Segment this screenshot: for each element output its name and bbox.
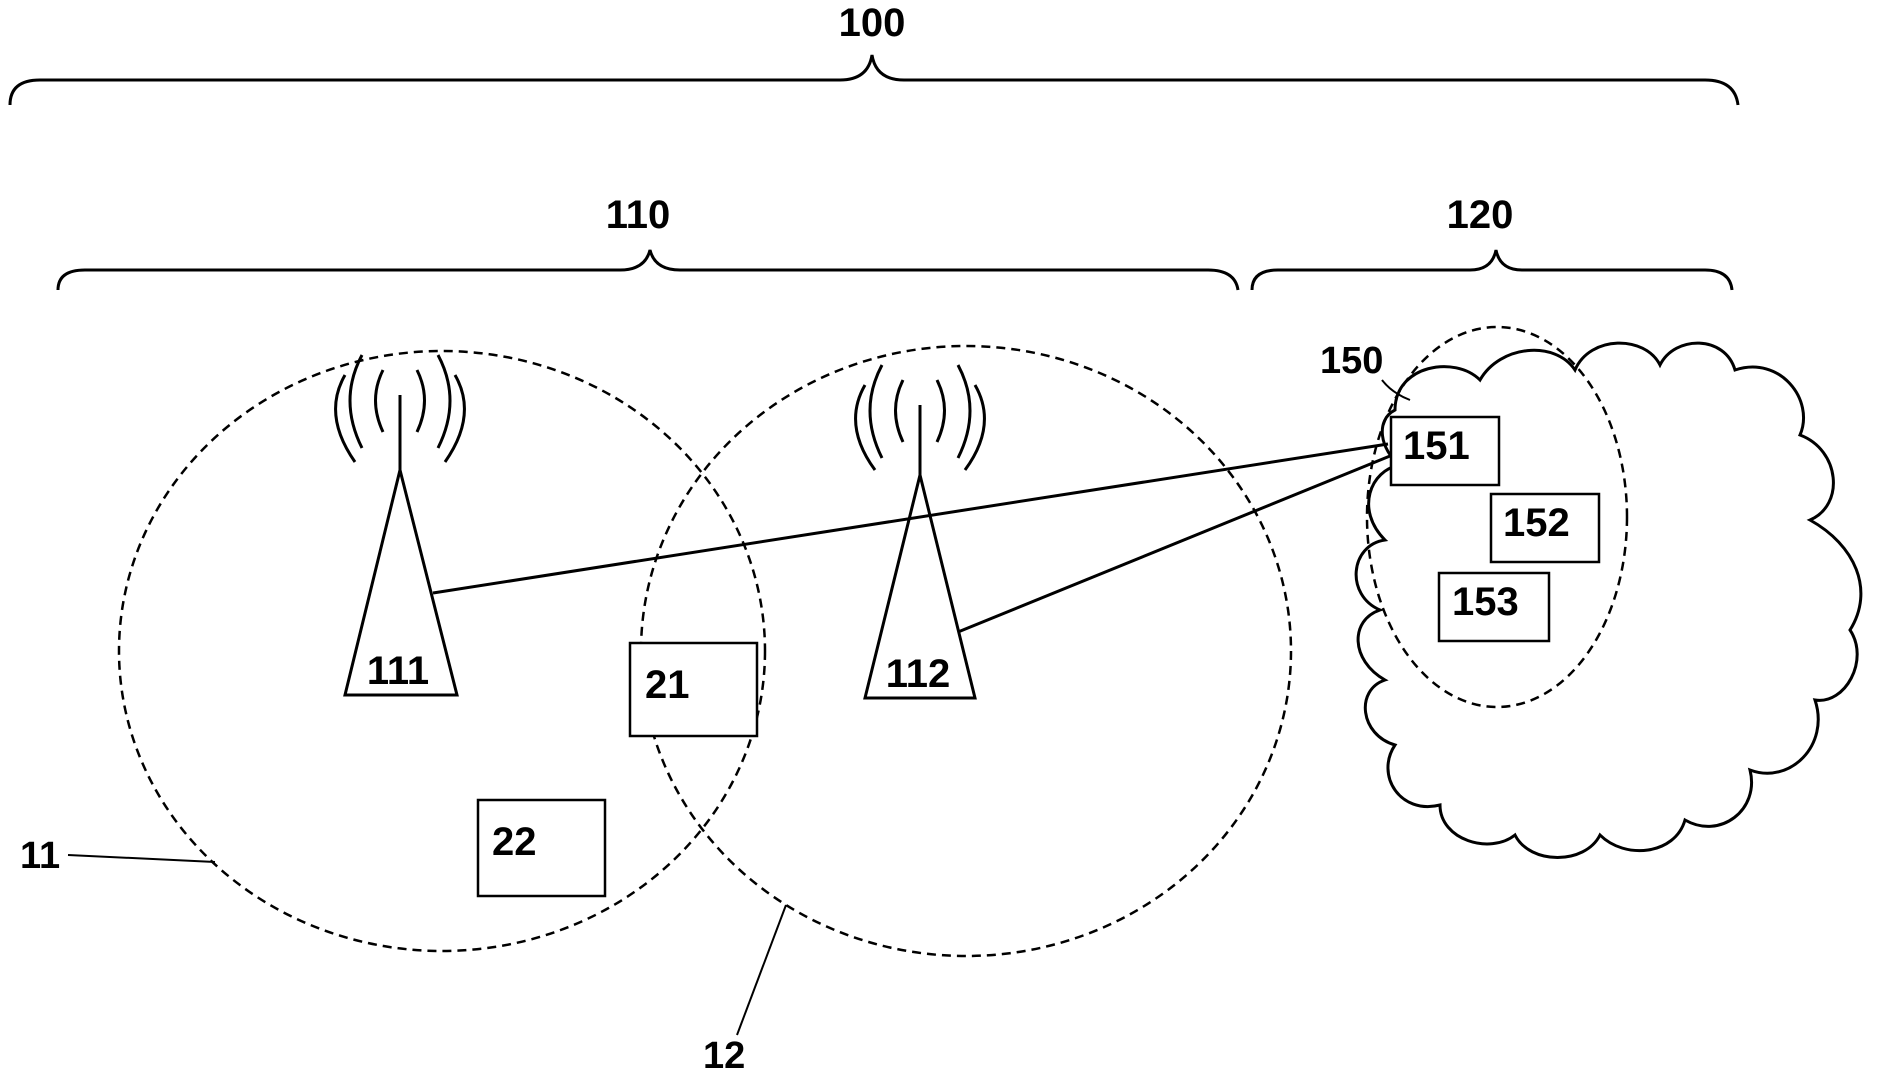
tower-icon [863, 474, 977, 700]
label-node-153: 153 [1452, 580, 1519, 624]
cloud-core-network [1354, 341, 1863, 859]
label-base-station-112: 112 [886, 652, 951, 696]
node-152: 152 [1489, 492, 1601, 564]
leader-cell-11 [67, 854, 216, 863]
leader-cell-12 [736, 904, 787, 1036]
device-22: 22 [476, 798, 607, 898]
label-device-22: 22 [492, 820, 537, 864]
cell-coverage-12 [639, 344, 1293, 958]
label-core-network: 120 [1447, 193, 1514, 237]
label-cell-12: 12 [703, 1035, 745, 1071]
label-radio-network: 110 [606, 193, 671, 237]
base-station-112: 112 [854, 364, 986, 700]
label-system: 100 [839, 1, 906, 45]
label-node-152: 152 [1503, 501, 1570, 545]
node-153: 153 [1437, 571, 1551, 643]
label-cell-11: 11 [20, 835, 60, 877]
leader-node-group [1381, 379, 1411, 401]
device-21: 21 [628, 641, 759, 738]
brace-core-network [1250, 249, 1734, 291]
label-node-group: 150 [1320, 340, 1383, 382]
cell-coverage-11 [117, 349, 767, 953]
signal-waves-icon [334, 354, 466, 463]
signal-waves-icon [854, 364, 986, 471]
label-device-21: 21 [645, 663, 690, 707]
brace-radio-network [56, 249, 1240, 291]
node-151: 151 [1389, 415, 1501, 487]
base-station-111: 111 [334, 354, 466, 697]
node-group-ellipse [1365, 325, 1629, 709]
label-node-151: 151 [1403, 424, 1470, 468]
link-112-to-151 [957, 454, 1391, 634]
link-111-to-151 [432, 442, 1389, 595]
label-base-station-111: 111 [367, 649, 429, 693]
tower-icon [343, 469, 459, 697]
brace-system [8, 54, 1740, 106]
